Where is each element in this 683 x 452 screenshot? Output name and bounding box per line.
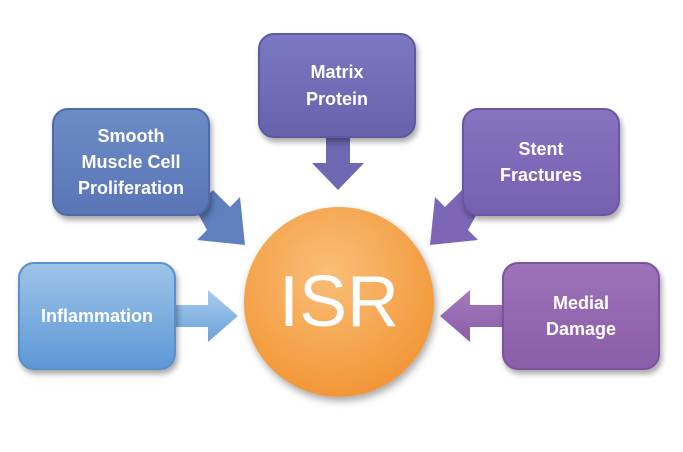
node-inflammation: Inflammation [18,262,176,370]
center-label: ISR [278,262,400,342]
node-label-line: Inflammation [40,305,153,326]
node-medial-damage: Medial Damage [502,262,660,370]
node-label-line: Stent [518,138,564,159]
node-label-line: Protein [305,88,368,109]
node-label-line: Fractures [499,165,583,185]
arrow-inflammation [176,290,238,342]
node-label-line: Muscle Cell [81,151,181,172]
arrow-medial-damage [440,290,502,342]
node-smooth-muscle-cell-proliferation: Smooth Muscle Cell Proliferation [52,108,210,216]
node-label-line: Proliferation [77,178,184,199]
node-label-line: Smooth [97,125,165,146]
node-label-line: Matrix [310,62,364,83]
node-label-line: Medial [552,292,609,313]
node-matrix-protein: Matrix Protein [258,33,416,138]
center-node-isr: ISR [244,207,434,397]
arrow-matrix-protein [312,138,364,190]
node-stent-fractures: Stent Fractures [462,108,620,216]
node-label-line: Damage [545,319,617,339]
